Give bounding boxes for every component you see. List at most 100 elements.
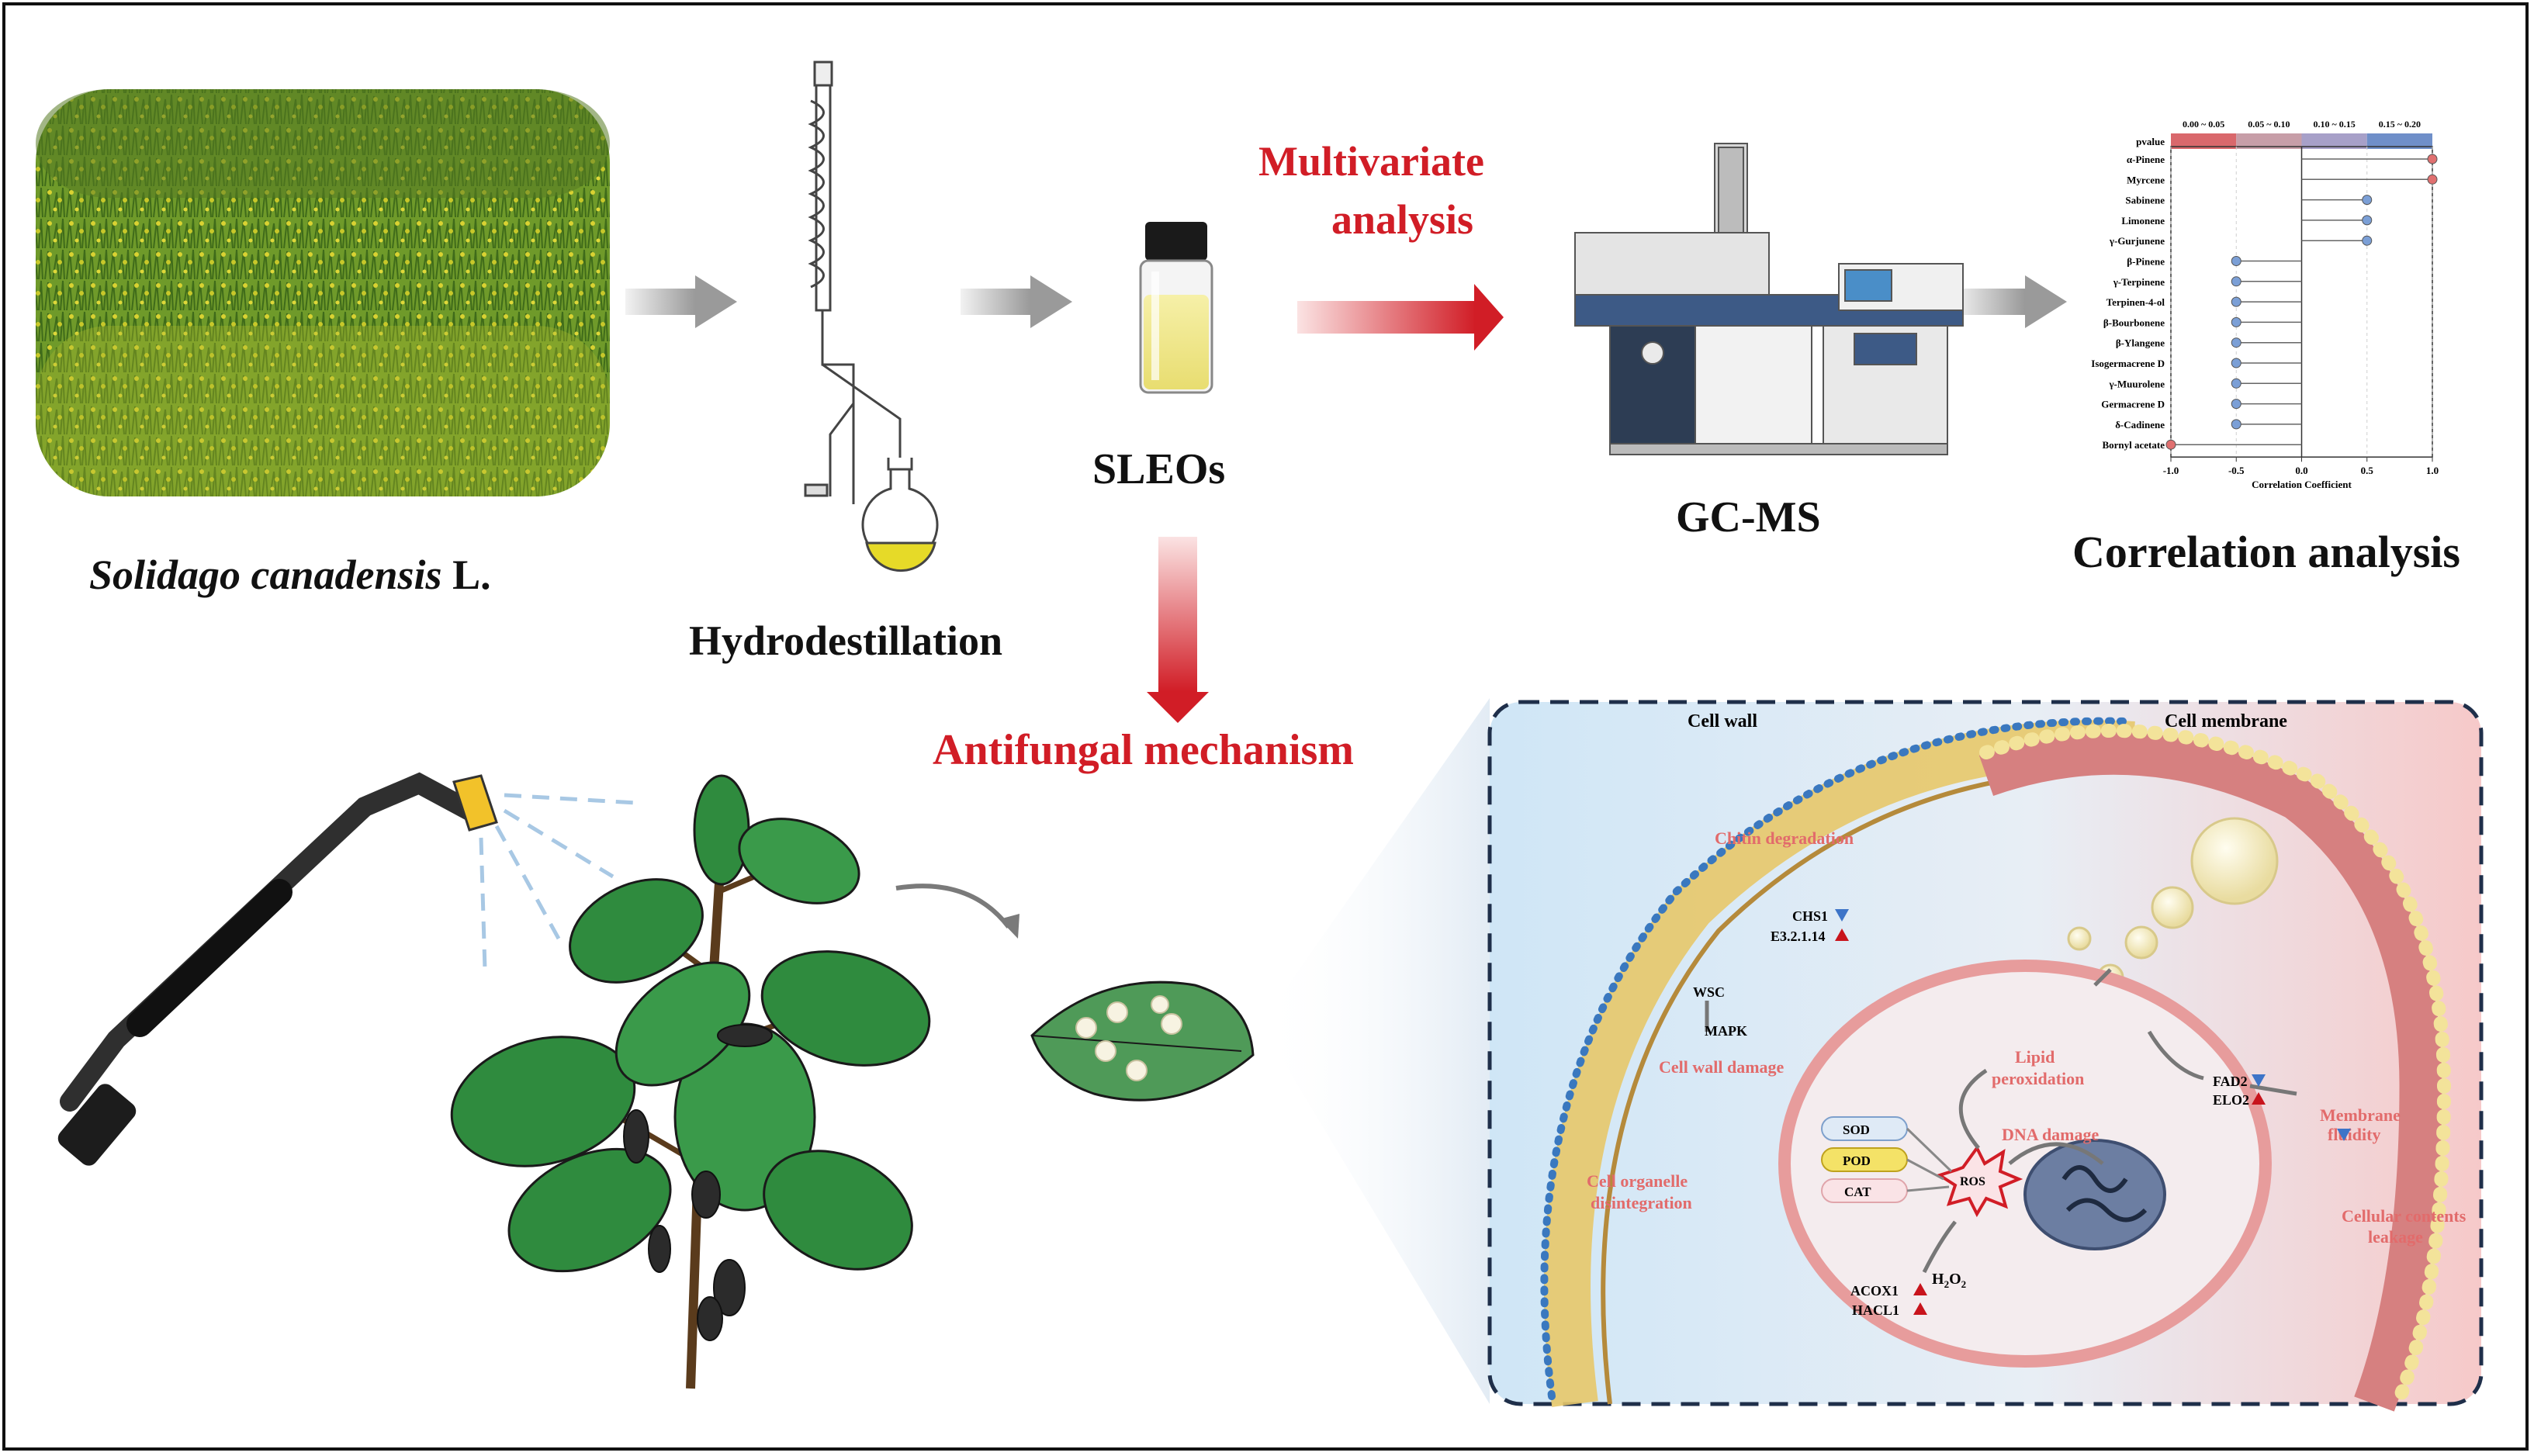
e3-up-arrow (1835, 929, 1849, 941)
compound-label: Isogermacrene D (2091, 358, 2165, 369)
sleos-label: SLEOs (1092, 445, 1226, 493)
lollipop-point (2231, 399, 2241, 410)
sleos-vial-icon (1139, 222, 1213, 394)
compound-label: Terpinen-4-ol (2106, 296, 2165, 308)
pvalue-bin-label: 0.10 ~ 0.15 (2314, 119, 2356, 130)
plant-species-label: Solidago canadensis L. (89, 551, 491, 599)
multivariate-label-1: Multivariate (1258, 138, 1484, 185)
dna-damage-label: DNA damage (2002, 1125, 2100, 1144)
lipid-label-1: Lipid (2015, 1047, 2055, 1067)
multivariate-label-2: analysis (1331, 196, 1474, 243)
arrow-multivariate (1297, 284, 1504, 351)
cell-membrane-band (1978, 731, 2442, 1412)
arrow-gcms-to-correlation (1955, 275, 2067, 328)
acox1-label: ACOX1 (1850, 1283, 1899, 1299)
compound-label: β-Bourbonene (2103, 316, 2165, 328)
hydrodistillation-apparatus-icon (804, 61, 939, 572)
lollipop-point (2362, 195, 2373, 206)
arrow-plant-to-leaf (895, 884, 1011, 929)
x-tick-label: -1.0 (2163, 465, 2179, 476)
ros-label: ROS (1960, 1175, 1985, 1188)
x-tick-label: 0.5 (2361, 465, 2374, 476)
pvalue-bin-swatch (2366, 133, 2432, 149)
arrow-plant-to-leaf-head (999, 914, 1019, 939)
h2o2-label: H2O2 (1932, 1271, 1966, 1290)
pvalue-bin-label: 0.00 ~ 0.05 (2183, 119, 2224, 130)
lollipop-point (2231, 378, 2241, 389)
lollipop-point (2362, 235, 2373, 246)
lollipop-point (2231, 419, 2241, 430)
gcms-label: GC-MS (1676, 493, 1821, 541)
compound-label: α-Pinene (2127, 154, 2165, 165)
hacl1-up-arrow (1913, 1302, 1927, 1315)
e3-label: E3.2.1.14 (1771, 929, 1826, 944)
acox1-up-arrow (1913, 1283, 1927, 1295)
pvalue-axis-label: pvalue (2136, 136, 2165, 147)
hacl1-label: HACL1 (1852, 1302, 1899, 1318)
compound-label: γ-Gurjunene (2109, 235, 2165, 247)
elo2-label: ELO2 (2213, 1092, 2249, 1108)
correlation-analysis-label: Correlation analysis (2072, 527, 2460, 577)
compound-label: γ-Terpinene (2113, 276, 2165, 288)
zoom-beam (1261, 698, 1490, 1404)
x-tick-label: -0.5 (2228, 465, 2245, 476)
correlation-lollipop-chart: 0.00 ~ 0.05 0.05 ~ 0.10 0.10 ~ 0.15 0.15 ~ … (2091, 119, 2439, 490)
compound-label: β-Ylangene (2116, 337, 2165, 349)
pvalue-bin-label: 0.15 ~ 0.20 (2379, 119, 2421, 130)
lollipop-point (2165, 439, 2176, 450)
mulberry-plant-icon (450, 774, 931, 1389)
species-name: Solidago canadensis (89, 552, 442, 598)
antifungal-mechanism-label: Antifungal mechanism (933, 726, 1354, 774)
lollipop-point (2427, 174, 2438, 185)
arrow-photo-to-hydro (625, 275, 737, 328)
elo2-up-arrow (2252, 1092, 2266, 1105)
compound-label: Germacrene D (2101, 399, 2165, 410)
x-axis-label: Correlation Coefficient (2252, 479, 2352, 490)
lollipop-point (2231, 358, 2241, 368)
lipid-label-2: peroxidation (1992, 1069, 2084, 1088)
lollipop-point (2231, 256, 2241, 266)
chs1-down-arrow (1835, 909, 1849, 922)
nucleus (1778, 960, 2272, 1368)
compound-label: γ-Muurolene (2108, 378, 2165, 389)
x-tick-label: 1.0 (2426, 465, 2439, 476)
membrane-fluidity-label-1: Membrane (2320, 1105, 2401, 1125)
species-suffix: L. (441, 552, 491, 598)
compound-label: Myrcene (2127, 174, 2165, 185)
cell-wall-damage-label: Cell wall damage (1659, 1057, 1785, 1077)
fad2-label: FAD2 (2213, 1074, 2248, 1089)
pvalue-bin-label: 0.05 ~ 0.10 (2248, 119, 2290, 130)
organelle-label-1: Cell organelle (1587, 1171, 1688, 1191)
arrow-antifungal (1147, 537, 1209, 723)
enzyme-tags (1821, 1116, 1953, 1203)
pvalue-bin-swatch (2171, 133, 2237, 149)
cell-wall-band (1544, 720, 2135, 1407)
lollipop-point (2231, 296, 2241, 307)
lollipop-point (2362, 215, 2373, 226)
organelle-label-2: disintegration (1591, 1193, 1692, 1212)
wsc-label: WSC (1693, 984, 1725, 1000)
cat-label: CAT (1844, 1185, 1871, 1199)
fad2-down-arrow (2252, 1074, 2266, 1087)
hydrodestillation-label: Hydrodestillation (689, 617, 1003, 664)
gcms-instrument-icon (1574, 143, 1964, 455)
lollipop-point (2427, 154, 2438, 164)
arrow-hydro-to-sleos (961, 275, 1072, 328)
cell-membrane-label: Cell membrane (2165, 711, 2287, 731)
membrane-fluidity-down-arrow (2337, 1129, 2351, 1141)
mechanism-arrows (1705, 968, 2297, 1274)
cell-wall-inner-line (1601, 769, 2142, 1405)
leakage-label-2: leakage (2368, 1227, 2423, 1247)
cell-wall-dots (1540, 717, 2130, 1400)
compound-label: Limonene (2121, 215, 2165, 227)
lollipop-point (2231, 276, 2241, 287)
solidago-field-photo (36, 89, 610, 496)
infected-leaf-icon (1030, 980, 1255, 1102)
compound-label: Bornyl acetate (2102, 439, 2165, 451)
pvalue-bin-swatch (2236, 133, 2302, 149)
chitin-degradation-label: Chitin degradation (1715, 828, 1854, 848)
sod-label: SOD (1843, 1122, 1870, 1137)
compound-label: β-Pinene (2127, 256, 2165, 268)
pvalue-bin-swatch (2301, 133, 2367, 149)
